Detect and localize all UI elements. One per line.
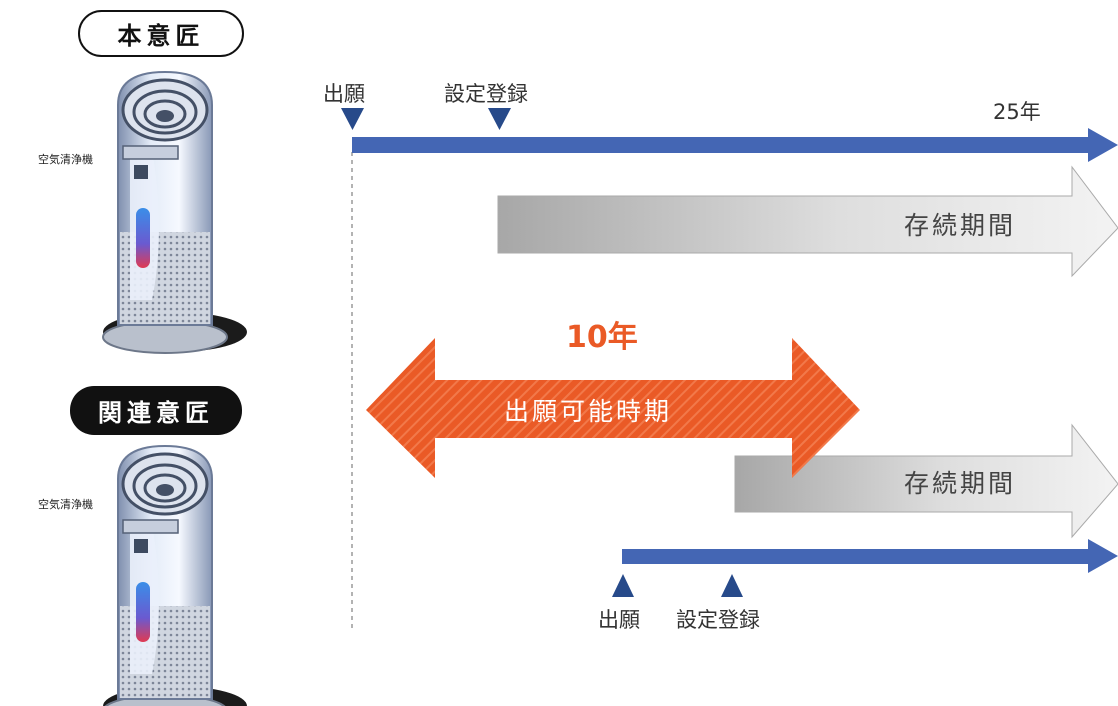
main-product-label: 空気清浄機	[38, 153, 93, 166]
filing-window-years: 10年	[566, 320, 638, 355]
related-filing-marker	[612, 574, 634, 597]
main-timeline-bar	[352, 137, 1092, 153]
main-term-label: 存続期間	[904, 211, 1017, 240]
main-registration-label: 設定登録	[444, 82, 528, 106]
filing-window-label: 出願可能時期	[504, 397, 673, 426]
main-term-arrow	[497, 165, 1118, 278]
related-timeline-arrowhead	[1088, 539, 1118, 573]
related-registration-label: 設定登録	[676, 608, 760, 632]
main-timeline-arrowhead	[1088, 128, 1118, 162]
related-design-badge: 関連意匠	[70, 386, 242, 435]
filing-window-arrow	[366, 338, 860, 478]
main-registration-marker	[488, 108, 511, 130]
main-design-badge: 本意匠	[78, 10, 244, 57]
air-purifier-illustration-related	[103, 444, 247, 706]
air-purifier-illustration	[102, 70, 247, 354]
main-filing-label: 出願	[323, 82, 365, 106]
main-filing-marker	[341, 108, 364, 130]
main-duration-label: 25年	[993, 100, 1041, 124]
related-registration-marker	[721, 574, 743, 597]
related-term-label: 存続期間	[904, 469, 1017, 498]
related-filing-label: 出願	[598, 608, 640, 632]
filing-window-label-gap	[448, 326, 783, 368]
related-timeline-bar	[622, 549, 1092, 564]
related-product-label: 空気清浄機	[38, 498, 93, 511]
related-term-arrow	[734, 423, 1118, 539]
